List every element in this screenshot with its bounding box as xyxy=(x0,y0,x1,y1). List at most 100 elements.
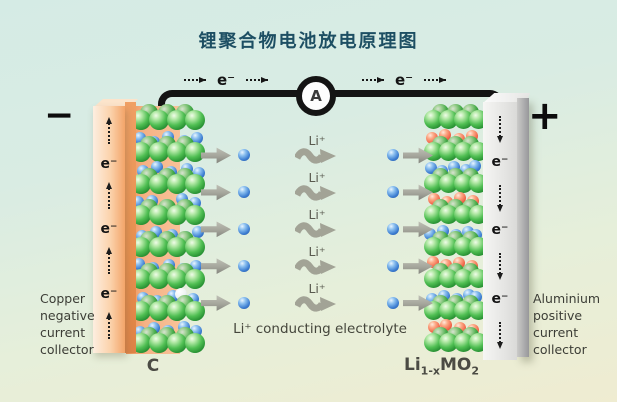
electrode-sphere xyxy=(167,269,187,289)
electrode-sphere xyxy=(439,237,458,257)
electron-flow-arrow-icon xyxy=(362,77,384,83)
electron-arrow-icon xyxy=(497,184,503,212)
electrode-sphere xyxy=(424,173,443,193)
electrode-sphere xyxy=(454,300,473,320)
formula-subscript: 2 xyxy=(471,364,480,378)
electrode-sphere xyxy=(439,332,458,352)
electron-label: e⁻ xyxy=(395,70,414,89)
electron-flow-arrow-icon xyxy=(184,77,206,83)
li-transfer-arrow-icon xyxy=(403,184,433,201)
wavy-arrow-icon xyxy=(295,258,336,275)
li-ion-label: Li⁺ xyxy=(308,169,326,185)
wavy-arrow-icon xyxy=(295,148,336,164)
electron-arrow-icon xyxy=(106,247,112,274)
copper-electron-column: e⁻e⁻e⁻ xyxy=(93,117,125,339)
li-migration-group: Li⁺ xyxy=(293,171,341,201)
electrode-sphere xyxy=(167,300,187,321)
positive-terminal-sign: + xyxy=(528,93,562,139)
electrode-sphere xyxy=(185,237,205,258)
electrolyte-row: Li⁺ xyxy=(201,171,437,207)
negative-terminal-sign: − xyxy=(44,95,75,136)
aluminium-collector-side-face xyxy=(517,98,529,357)
electrode-sphere xyxy=(131,110,151,130)
electron-arrow-icon xyxy=(497,253,503,281)
electrode-sphere xyxy=(454,110,473,129)
electrode-sphere xyxy=(149,141,169,162)
li-transfer-arrow-icon xyxy=(201,295,231,311)
caption-line: collector xyxy=(40,342,94,357)
electrode-sphere xyxy=(185,205,205,226)
lithium-ion xyxy=(238,185,250,198)
electrode-sphere xyxy=(185,110,205,130)
wavy-arrow-icon xyxy=(295,295,336,312)
electron-flow-arrow-icon xyxy=(246,77,269,83)
electrode-sphere xyxy=(167,237,187,258)
electrolyte-row: Li⁺ xyxy=(201,134,437,170)
electron-label: e⁻ xyxy=(100,286,118,302)
electrode-sphere xyxy=(454,237,473,257)
electron-arrow-icon xyxy=(497,321,503,349)
electrode-sphere xyxy=(149,332,169,353)
li-ion-label: Li⁺ xyxy=(308,206,326,222)
electrode-sphere xyxy=(167,141,187,162)
electron-arrow-icon xyxy=(497,116,503,143)
electrode-sphere xyxy=(424,300,443,320)
electron-flow-left: e⁻ xyxy=(184,70,269,90)
electrode-sphere xyxy=(439,173,458,193)
formula-part: Li xyxy=(404,355,421,375)
caption-line: current xyxy=(533,325,579,340)
electrode-sphere xyxy=(131,332,151,353)
electron-arrow-icon xyxy=(106,312,112,339)
li-migration-group: Li⁺ xyxy=(293,208,341,238)
electron-flow-right: e⁻ xyxy=(362,70,447,90)
electrode-sphere xyxy=(454,141,473,161)
lithium-ion xyxy=(387,296,399,309)
copper-collector-top-face xyxy=(93,99,138,107)
graphite-electrode xyxy=(131,104,211,356)
electron-label: e⁻ xyxy=(217,70,236,89)
electron-label: e⁻ xyxy=(491,291,509,308)
li-migration-group: Li⁺ xyxy=(293,134,341,164)
caption-line: Aluminium xyxy=(533,291,601,306)
electrolyte-row: Li⁺ xyxy=(201,282,437,318)
electrode-sphere xyxy=(454,205,473,225)
lithium-ion xyxy=(238,296,250,309)
copper-collector: e⁻e⁻e⁻ xyxy=(93,106,125,353)
lithium-ion xyxy=(238,259,250,272)
electron-label: e⁻ xyxy=(100,221,118,237)
electrode-sphere xyxy=(424,269,443,288)
electrode-sphere xyxy=(131,237,151,258)
electrode-sphere xyxy=(149,110,169,130)
electrode-sphere xyxy=(149,269,169,289)
graphite-label: C xyxy=(146,356,160,376)
ammeter: A xyxy=(296,76,336,116)
wavy-arrow-icon xyxy=(295,185,336,201)
formula-subscript: 1-x xyxy=(420,364,440,378)
electrode-sphere xyxy=(149,300,169,321)
aluminium-collector: e⁻e⁻e⁻ xyxy=(483,102,517,360)
li-transfer-arrow-icon xyxy=(403,147,433,164)
electron-flow-arrow-icon xyxy=(424,77,447,83)
caption-line: current xyxy=(40,325,86,340)
electrolyte-row: Li⁺ xyxy=(201,245,437,281)
caption-line: positive xyxy=(533,308,583,323)
electrode-sphere xyxy=(167,205,187,226)
electrode-sphere xyxy=(167,332,187,353)
electrode-sphere xyxy=(149,205,169,226)
copper-collector-side-face xyxy=(125,102,136,353)
li-transfer-arrow-icon xyxy=(201,258,231,275)
electrode-sphere xyxy=(439,110,458,129)
li-transfer-arrow-icon xyxy=(201,147,231,164)
aluminium-collector-top-face xyxy=(483,93,530,103)
formula-part: MO xyxy=(440,355,472,375)
electrode-sphere xyxy=(185,141,205,162)
copper-collector-caption: Copper negative current collector xyxy=(40,290,95,358)
li-transfer-arrow-icon xyxy=(403,221,433,238)
electrode-sphere xyxy=(454,332,473,352)
li-transfer-arrow-icon xyxy=(201,221,231,238)
electrode-sphere xyxy=(185,269,205,289)
lithium-ion xyxy=(238,222,250,235)
ion-sphere xyxy=(191,131,203,144)
wavy-arrow-icon xyxy=(295,222,336,238)
electrode-sphere xyxy=(131,300,151,321)
